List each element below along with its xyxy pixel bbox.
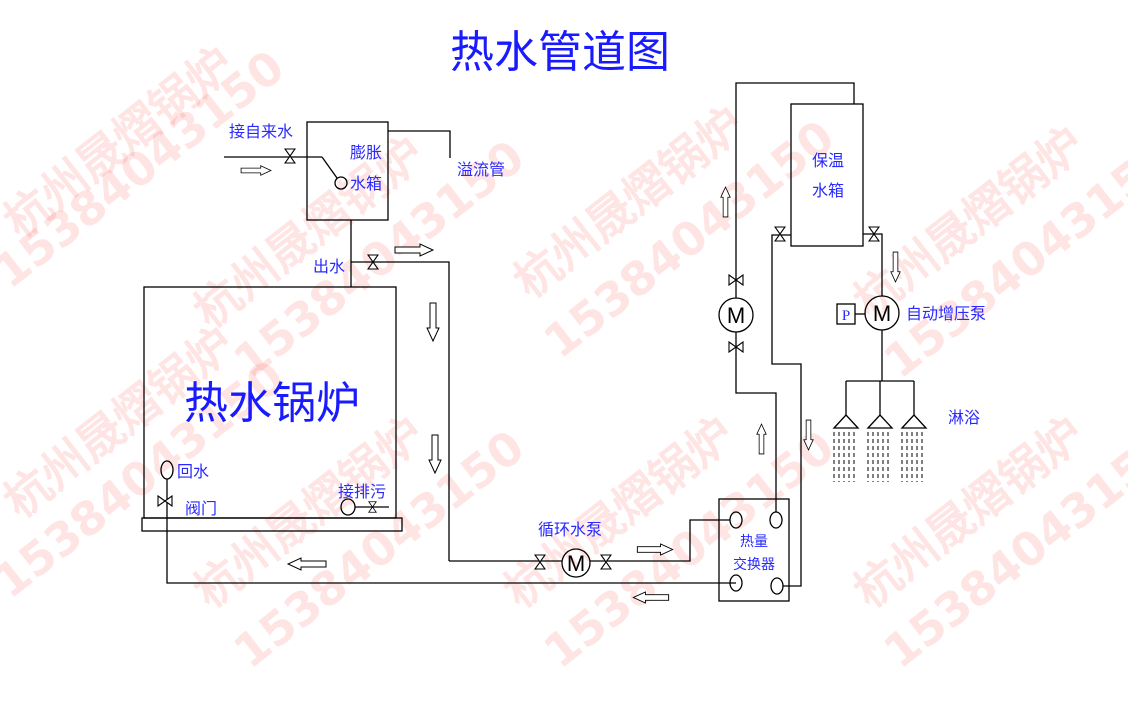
expansion-tank-label: 膨胀 — [350, 143, 382, 162]
inlet-valve-icon — [284, 148, 296, 164]
pressure-switch-icon: P — [842, 308, 850, 324]
hot-water-boiler: 热水锅炉 回水 阀门 接排污 — [141, 286, 736, 584]
outlet-label: 出水 — [313, 257, 345, 276]
circulation-pump-label: 循环水泵 — [538, 520, 602, 539]
storage-tank-label: 水箱 — [812, 181, 844, 200]
booster-pump-label: 自动增压泵 — [906, 304, 986, 323]
overflow-label: 溢流管 — [457, 160, 505, 179]
arrow-right-icon — [240, 165, 272, 176]
arrow-down-icon — [426, 302, 440, 342]
expansion-tank: 膨胀 水箱 接自来水 溢流管 出水 — [224, 121, 505, 561]
return-valve-icon — [157, 495, 173, 507]
boiler-label: 热水锅炉 — [184, 378, 360, 429]
expansion-tank-label: 水箱 — [350, 174, 382, 193]
storage-tank: 保温 水箱 — [774, 103, 883, 296]
return-valve-label: 阀门 — [185, 499, 217, 518]
motor-icon: M — [727, 303, 745, 328]
valve-icon — [774, 226, 786, 242]
storage-tank-label: 保温 — [812, 151, 844, 170]
circulation-pump: M 循环水泵 — [449, 519, 730, 578]
drain-label: 接排污 — [338, 482, 386, 501]
diagram-title: 热水管道图 — [450, 27, 670, 78]
inlet-label: 接自来水 — [229, 122, 293, 141]
arrow-up-icon — [756, 423, 767, 455]
shower-head-icon — [832, 414, 860, 429]
shower-label: 淋浴 — [948, 408, 980, 427]
float-valve-icon — [334, 176, 348, 190]
heat-exchanger: 热量 交换器 — [718, 498, 790, 602]
motor-icon: M — [873, 301, 891, 326]
shower-head-icon — [900, 414, 928, 429]
heat-exchanger-label: 热量 — [740, 534, 768, 550]
booster-pump: M P 自动增压泵 — [836, 295, 986, 331]
return-label: 回水 — [177, 462, 209, 481]
pump-valve-icon — [600, 554, 612, 570]
shower-heads: 淋浴 — [832, 330, 980, 482]
watermark: 杭州晟熠锅炉 15384043150 杭州晟熠锅炉 15384043150 杭州… — [0, 36, 1128, 678]
motor-icon: M — [567, 551, 585, 576]
heat-exchanger-label: 交换器 — [733, 556, 775, 573]
shower-head-icon — [866, 414, 894, 429]
